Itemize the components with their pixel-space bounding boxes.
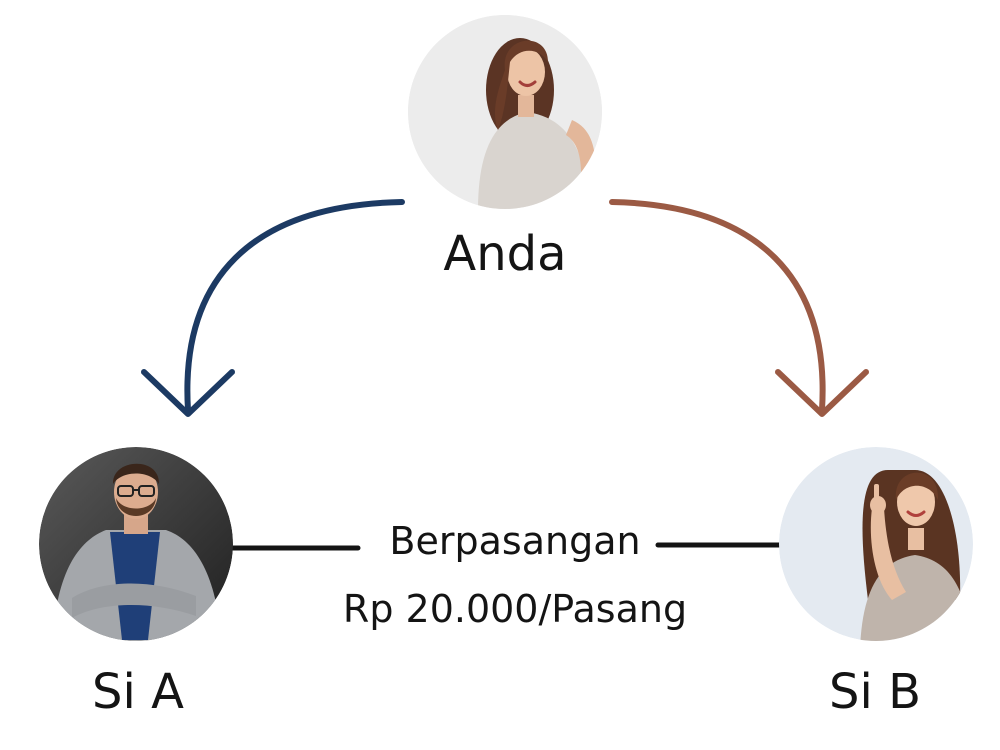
- connection-label: Berpasangan: [389, 519, 641, 563]
- connection-price: Rp 20.000/Pasang: [342, 587, 688, 631]
- arrow-anda-to-si-b: [609, 199, 869, 417]
- man-portrait-icon: [39, 447, 233, 641]
- node-label-anda: Anda: [443, 226, 567, 282]
- woman-pointing-portrait-icon: [779, 447, 973, 641]
- woman-portrait-icon: [408, 15, 602, 209]
- node-label-si-b: Si B: [829, 664, 921, 720]
- node-label-si-a: Si A: [92, 664, 184, 720]
- arrow-anda-to-si-a: [141, 199, 405, 417]
